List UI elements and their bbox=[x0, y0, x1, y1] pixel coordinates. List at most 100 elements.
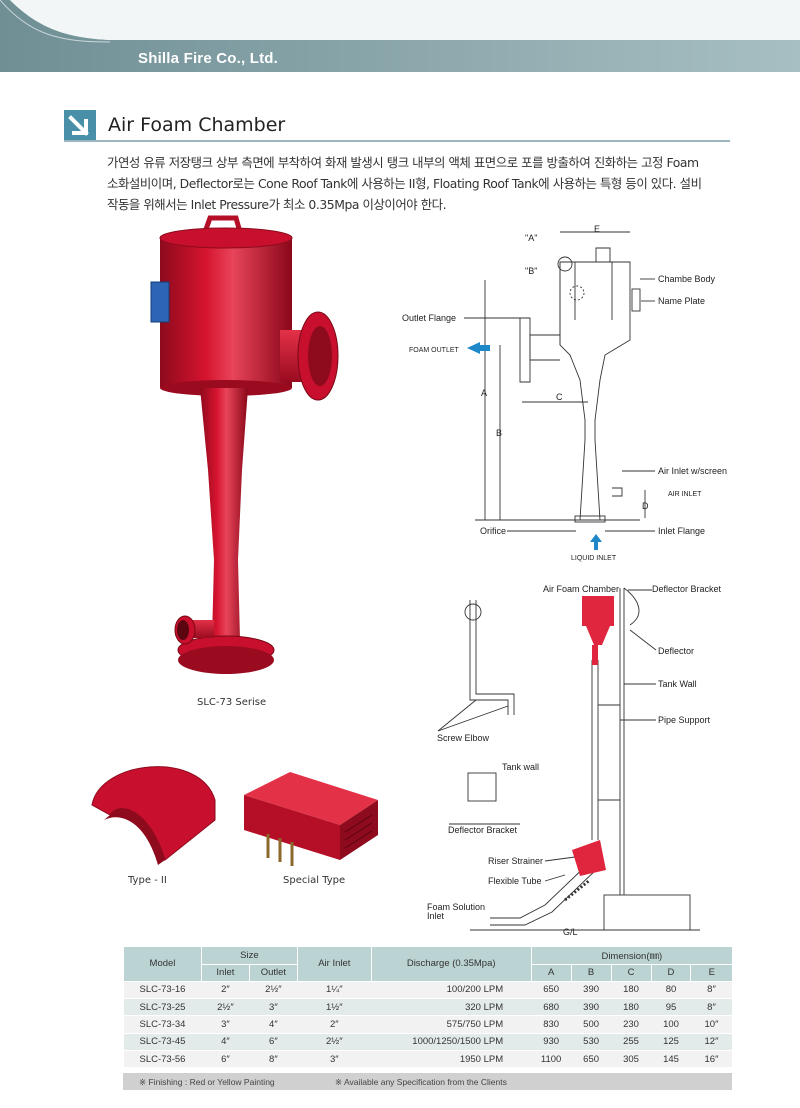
cell-b: 530 bbox=[571, 1033, 612, 1052]
tank-wall-label: Tank Wall bbox=[658, 679, 697, 689]
cell-e: 8″ bbox=[690, 981, 732, 999]
dim-b-label: B bbox=[496, 428, 502, 438]
ref-b-label: "B" bbox=[525, 266, 537, 276]
cell-c: 180 bbox=[611, 981, 652, 999]
cell-b: 500 bbox=[571, 1015, 612, 1034]
air-foam-chamber-photo bbox=[150, 215, 339, 674]
intro-line: 가연성 유류 저장탱크 상부 측면에 부착하여 화재 발생시 탱크 내부의 액체… bbox=[107, 155, 699, 170]
outlet-flange-label: Outlet Flange bbox=[402, 313, 456, 323]
foam-outlet-label: FOAM OUTLET bbox=[409, 347, 460, 354]
note-finishing: ※ Finishing : Red or Yellow Painting bbox=[139, 1077, 275, 1087]
table-row: SLC-73-34 3″ 4″ 2″ 575/750 LPM 830 500 2… bbox=[123, 1015, 732, 1034]
intro-line: 작동을 위해서는 Inlet Pressure가 최소 0.35Mpa 이상이어… bbox=[107, 197, 447, 212]
cell-discharge: 100/200 LPM bbox=[371, 981, 532, 999]
installation-drawing bbox=[437, 587, 700, 931]
header-air-inlet: Air Inlet bbox=[296, 947, 372, 982]
inlet-flange-label: Inlet Flange bbox=[658, 526, 705, 536]
cell-discharge: 575/750 LPM bbox=[371, 1015, 532, 1034]
cell-a: 680 bbox=[531, 998, 572, 1017]
cell-outlet: 4″ bbox=[249, 1015, 298, 1034]
cell-model: SLC-73-45 bbox=[123, 1033, 202, 1052]
name-plate-label: Name Plate bbox=[658, 296, 705, 306]
orifice-label: Orifice bbox=[480, 526, 506, 536]
cell-outlet: 6″ bbox=[249, 1033, 298, 1052]
special-caption: Special Type bbox=[283, 875, 346, 886]
table-row: SLC-73-25 2½″ 3″ 1½″ 320 LPM 680 390 180… bbox=[123, 998, 732, 1017]
cell-air: 1¼″ bbox=[297, 981, 372, 999]
cell-inlet: 3″ bbox=[201, 1015, 250, 1034]
header-discharge: Discharge (0.35Mpa) bbox=[370, 947, 532, 982]
cell-d: 145 bbox=[651, 1050, 691, 1069]
cell-b: 650 bbox=[571, 1050, 612, 1069]
cell-model: SLC-73-16 bbox=[123, 981, 202, 999]
header-band bbox=[0, 0, 800, 72]
cell-a: 1100 bbox=[531, 1050, 572, 1069]
header-b: B bbox=[570, 964, 612, 982]
cell-inlet: 2″ bbox=[201, 981, 250, 999]
intro-text: 가연성 유류 저장탱크 상부 측면에 부착하여 화재 발생시 탱크 내부의 액체… bbox=[107, 152, 739, 215]
header-model: Model bbox=[123, 947, 202, 982]
cell-air: 3″ bbox=[297, 1050, 372, 1069]
intro-line: 소화설비이며, Deflector로는 Cone Roof Tank에 사용하는… bbox=[107, 176, 702, 191]
air-inlet-screen-label: Air Inlet w/screen bbox=[658, 466, 727, 476]
cell-outlet: 2½″ bbox=[249, 981, 298, 999]
deflector-label: Deflector bbox=[658, 646, 694, 656]
air-foam-chamber-label: Air Foam Chamber bbox=[543, 584, 619, 594]
header-dimension: Dimension(㎜) bbox=[530, 947, 732, 965]
header-inlet: Inlet bbox=[200, 964, 250, 982]
deflector-bracket-label: Deflector Bracket bbox=[652, 584, 722, 594]
cell-discharge: 1950 LPM bbox=[371, 1050, 532, 1069]
dim-a-label: A bbox=[481, 388, 487, 398]
special-type-deflector-photo bbox=[244, 772, 378, 866]
cell-c: 255 bbox=[611, 1033, 652, 1052]
header-size: Size bbox=[200, 947, 298, 965]
header-e: E bbox=[690, 964, 732, 982]
cell-model: SLC-73-56 bbox=[123, 1050, 202, 1069]
deflector-bracket-small-label: Deflector Bracket bbox=[448, 825, 518, 835]
dimension-drawing bbox=[464, 231, 655, 532]
dim-d-label: D bbox=[642, 501, 649, 511]
tank-wall-small-label: Tank wall bbox=[502, 762, 539, 772]
header-outlet: Outlet bbox=[248, 964, 298, 982]
note-available: ※ Available any Specification from the C… bbox=[335, 1077, 507, 1087]
ref-a-label: "A" bbox=[525, 233, 537, 243]
cell-e: 16″ bbox=[690, 1050, 732, 1069]
cell-d: 100 bbox=[651, 1015, 691, 1034]
pipe-support-label: Pipe Support bbox=[658, 715, 711, 725]
flexible-tube-label: Flexible Tube bbox=[488, 876, 542, 886]
cell-d: 80 bbox=[651, 981, 691, 999]
cell-e: 8″ bbox=[690, 998, 732, 1017]
riser-strainer-label: Riser Strainer bbox=[488, 856, 543, 866]
spec-table: Model Size Air Inlet Discharge (0.35Mpa)… bbox=[123, 947, 732, 1069]
cell-b: 390 bbox=[571, 981, 612, 999]
cell-e: 10″ bbox=[690, 1015, 732, 1034]
cell-air: 1½″ bbox=[297, 998, 372, 1017]
liquid-inlet-label: LIQUID INLET bbox=[571, 555, 617, 562]
chamber-body-label: Chambe Body bbox=[658, 274, 716, 284]
type-ii-deflector-photo bbox=[91, 766, 216, 865]
cell-c: 305 bbox=[611, 1050, 652, 1069]
cell-model: SLC-73-34 bbox=[123, 1015, 202, 1034]
cell-discharge: 320 LPM bbox=[371, 998, 532, 1017]
section-title: Air Foam Chamber bbox=[108, 114, 286, 136]
foam-solution-inlet-label: Inlet bbox=[427, 911, 445, 921]
cell-air: 2½″ bbox=[297, 1033, 372, 1052]
cell-a: 830 bbox=[531, 1015, 572, 1034]
main-caption: SLC-73 Serise bbox=[197, 697, 267, 708]
cell-c: 230 bbox=[611, 1015, 652, 1034]
cell-b: 390 bbox=[571, 998, 612, 1017]
header-a: A bbox=[530, 964, 572, 982]
table-row: SLC-73-16 2″ 2½″ 1¼″ 100/200 LPM 650 390… bbox=[123, 981, 732, 999]
table-notes: ※ Finishing : Red or Yellow Painting ※ A… bbox=[123, 1073, 732, 1090]
dim-e-label: E bbox=[594, 224, 600, 234]
header-c: C bbox=[610, 964, 652, 982]
cell-air: 2″ bbox=[297, 1015, 372, 1034]
cell-c: 180 bbox=[611, 998, 652, 1017]
cell-inlet: 6″ bbox=[201, 1050, 250, 1069]
cell-model: SLC-73-25 bbox=[123, 998, 202, 1017]
cell-inlet: 4″ bbox=[201, 1033, 250, 1052]
screw-elbow-label: Screw Elbow bbox=[437, 733, 490, 743]
cell-a: 930 bbox=[531, 1033, 572, 1052]
table-row: SLC-73-45 4″ 6″ 2½″ 1000/1250/1500 LPM 9… bbox=[123, 1033, 732, 1052]
cell-discharge: 1000/1250/1500 LPM bbox=[371, 1033, 532, 1052]
